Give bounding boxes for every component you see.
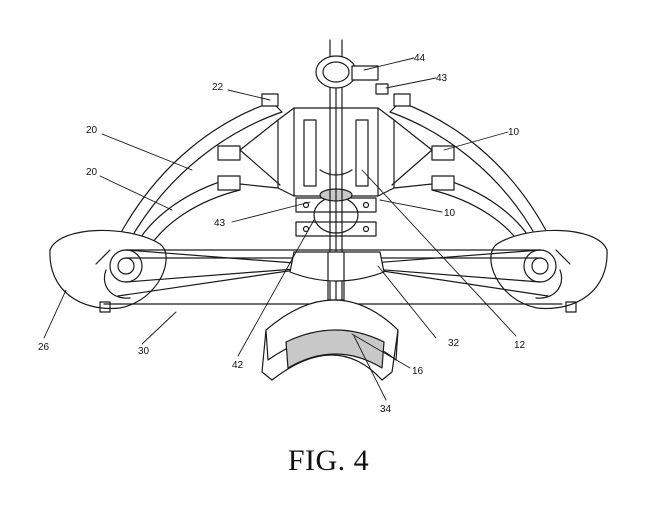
numeral-16: 16 [412,366,424,377]
left-upper-limb [117,101,283,241]
limb-pocket-blocks [217,93,455,191]
scope-ring [315,55,389,95]
numeral-43-top: 43 [436,73,448,84]
numeral-10-lower: 10 [444,208,456,219]
left-cam [49,229,167,313]
numeral-20-lower: 20 [86,167,98,178]
figure-caption: FIG. 4 [287,444,370,477]
leader-lines [43,57,517,401]
numeral-12: 12 [514,340,526,351]
numeral-34: 34 [380,404,392,415]
numeral-44: 44 [414,53,426,64]
right-upper-limb [389,101,551,241]
numeral-43-mid: 43 [214,218,226,229]
numeral-20-upper: 20 [86,125,98,136]
numeral-42: 42 [232,360,244,371]
numeral-22: 22 [212,82,224,93]
numeral-10-upper: 10 [508,127,520,138]
numeral-30: 30 [138,346,150,357]
numeral-26: 26 [38,342,50,353]
reference-numerals: 20 20 22 44 43 10 10 43 26 30 42 32 12 1… [38,53,526,415]
right-cam [490,229,608,313]
stock [261,299,399,381]
numeral-32: 32 [448,338,460,349]
